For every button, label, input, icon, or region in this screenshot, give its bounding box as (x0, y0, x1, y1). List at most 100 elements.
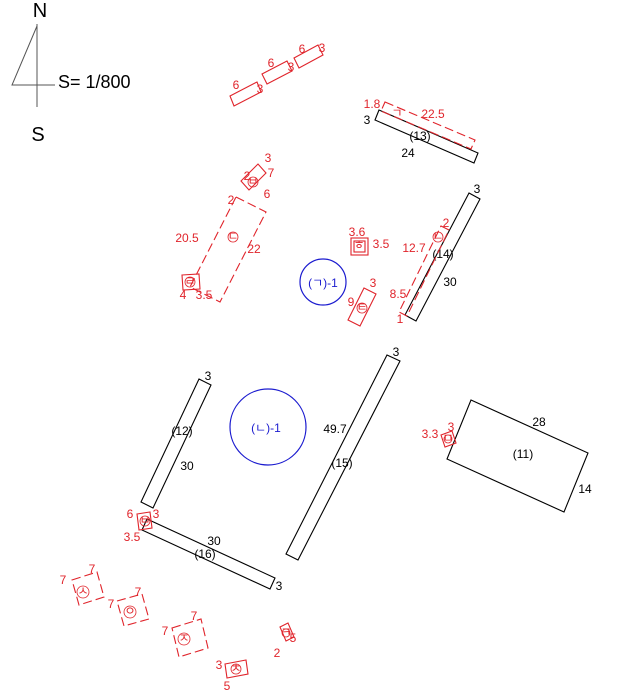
building-16-width: 3 (276, 579, 283, 593)
structure-m-small-label-2: 3 (448, 420, 455, 434)
scale-label: S= 1/800 (58, 72, 131, 92)
dashed-g-length: 22.5 (421, 107, 445, 121)
structure-b-small-label-2: 3 (265, 151, 272, 165)
structure-l-dashed-rect (398, 225, 450, 317)
structure-e-small-label-1: 4 (180, 288, 187, 302)
structure-t-small-marker (356, 302, 368, 314)
building-13-length: 24 (401, 146, 415, 160)
structure-t-small-glyph: ㅌ (356, 300, 367, 314)
structure-m-small-glyph: ㅁ (442, 431, 453, 445)
structure-l-dashed-label-3: 8.5 (390, 287, 407, 301)
south-label: S (31, 124, 44, 146)
building-14-width: 3 (474, 182, 481, 196)
structure-h-small-label-2: 3.5 (373, 237, 390, 251)
structure-ch-small-marker (230, 663, 242, 675)
building-16-name: (16) (194, 547, 215, 561)
building-12 (140, 378, 212, 509)
structure-c-long-glyph: ㄷ (227, 229, 238, 243)
dashed-g-offset: 1.8 (364, 97, 381, 111)
building-11-name: (11) (513, 447, 533, 461)
structure-m-small-marker (443, 434, 453, 444)
structure-h-small-rect (350, 237, 369, 256)
chain-label-3: 6 (268, 56, 275, 70)
structure-l-dashed: ㄴ 2 12.7 8.5 1 (390, 216, 450, 326)
structure-j-square-label-1: 7 (162, 624, 169, 638)
structure-m-small: ㅁ 3.3 3 (422, 420, 457, 448)
pond-a-circle (299, 258, 347, 306)
structure-t-small-label-2: 9 (348, 295, 355, 309)
building-14-length: 30 (443, 275, 457, 289)
pond-b-circle (229, 388, 307, 466)
structure-b-lower: ㅂ 6 3 3.5 (124, 507, 160, 544)
structure-b-lower-glyph: ㅂ (139, 513, 150, 527)
chain-label-6: 3 (319, 41, 326, 55)
structure-b-small: ㅂ 2 3 7 6 (240, 151, 275, 201)
chain-label-2: 3 (257, 82, 264, 96)
chain-rect-2 (261, 60, 293, 85)
structure-b-lower-label-1: 6 (127, 507, 134, 521)
structure-s-square: ㅅ 7 7 (60, 562, 105, 606)
structure-l-dashed-label-4: 1 (397, 312, 404, 326)
building-14-name: (14) (432, 247, 453, 261)
structure-l-dashed-glyph: ㄴ (432, 229, 443, 243)
building-11-width: 14 (578, 482, 592, 496)
structure-b-small-label-1: 2 (244, 169, 251, 183)
building-13-name: (13) (409, 129, 430, 143)
structure-e-small: ㄹ 4 3.5 (180, 273, 213, 302)
structure-s-square-marker (76, 585, 90, 599)
structure-c-long-marker (227, 231, 239, 243)
structure-j-square-rect (171, 618, 209, 658)
chain-rect-3 (293, 44, 324, 69)
structure-o-square-rect (116, 593, 150, 627)
structure-c-long-rect (189, 196, 267, 303)
dashed-structure-g: 1.8 ㄱ 22.5 (364, 97, 476, 150)
building-16 (141, 518, 276, 590)
building-14 (404, 192, 481, 322)
structure-b-small-marker (247, 176, 259, 188)
structure-b-lower-rect (136, 511, 153, 531)
chain-label-4: 3 (288, 60, 295, 74)
building-15 (285, 354, 401, 561)
structure-b-lower-marker (139, 515, 151, 527)
north-label: N (33, 0, 47, 22)
structure-s-square-label-2: 7 (89, 562, 96, 576)
dashed-rect-g (380, 101, 476, 150)
structure-o-square-glyph: ㅇ (124, 604, 135, 618)
structure-ch-small-glyph: ㅊ (230, 661, 241, 675)
structure-t-small-rect (347, 287, 377, 327)
structure-ch-small-label-1: 3 (216, 658, 223, 672)
top-chain-structures: 6 3 6 3 6 3 (229, 41, 326, 107)
dashed-g-glyph: ㄱ (391, 106, 402, 120)
structure-j-square-glyph: ㅈ (178, 631, 189, 645)
structure-h-small-inner (353, 240, 366, 253)
compass: N S S= 1/800 (11, 0, 131, 146)
structure-h-small-glyph: ㅎ (353, 238, 364, 252)
structure-o-square-label-1: 7 (108, 597, 115, 611)
structure-t-small: ㅌ 3 9 (347, 276, 377, 327)
chain-label-5: 6 (299, 42, 306, 56)
structure-b-small-label-3: 7 (268, 166, 275, 180)
building-13-width: 3 (364, 113, 371, 127)
structure-b-small-glyph: ㅂ (247, 174, 258, 188)
building-13 (374, 109, 479, 164)
structure-b-lower-label-2: 3 (153, 507, 160, 521)
building-15-length: 49.7 (323, 422, 347, 436)
structure-m-small-rect (440, 430, 457, 448)
building-15-name: (15) (331, 456, 352, 470)
structure-l-dashed-label-1: 2 (443, 216, 450, 230)
structure-ch-small-label-2: 5 (224, 679, 231, 693)
structure-k-small-marker (281, 628, 291, 638)
compass-arrow-icon (11, 25, 38, 86)
building-11-length: 28 (532, 415, 546, 429)
structure-l-dashed-marker (432, 231, 444, 243)
structure-k-small: ㅋ 5 2 (274, 622, 297, 660)
building-12-name: (12) (171, 424, 192, 438)
structure-k-small-label-2: 2 (274, 646, 281, 660)
pond-b-label: (ㄴ)-1 (251, 421, 281, 435)
structure-k-small-label-1: 5 (290, 631, 297, 645)
structure-j-square-label-2: 7 (191, 609, 198, 623)
building-15-width: 3 (393, 345, 400, 359)
pond-a-label: (ㄱ)-1 (308, 276, 338, 290)
building-16-length: 30 (207, 534, 221, 548)
